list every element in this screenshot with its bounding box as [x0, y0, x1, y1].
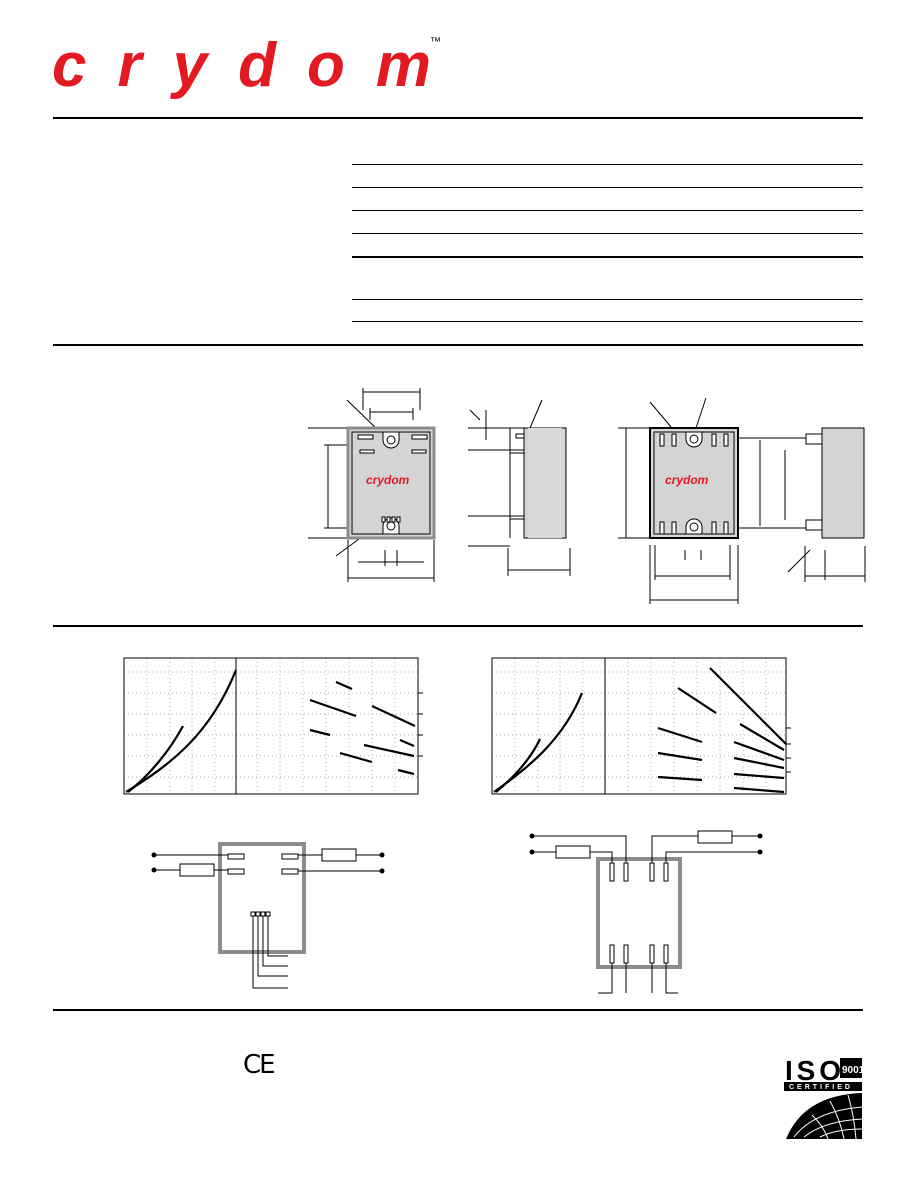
mechanical-drawing-pcb: crydom [618, 397, 866, 604]
wiring-relay-outline-right [596, 857, 682, 969]
pcb-relay-logo: crydom [665, 473, 709, 487]
spec-table-rule-4 [352, 233, 863, 234]
wiring-diagram-right [529, 830, 763, 994]
iso-number: 9001 [842, 1065, 864, 1076]
header-rule [53, 117, 863, 119]
derating-chart-left [123, 657, 423, 795]
spec-table-rule-2 [352, 187, 863, 188]
spec-table-rule-7 [352, 321, 863, 322]
wiring-relay-outline-left [218, 842, 306, 954]
mechanical-drawing-front-side: crydom [308, 388, 571, 582]
section-rule-footer [53, 1009, 863, 1011]
crydom-logo: crydom [52, 38, 432, 100]
derating-chart-right [491, 657, 791, 795]
wiring-diagram-left [151, 842, 385, 989]
globe-grid-icon [786, 1093, 863, 1140]
spec-table-rule-5 [352, 256, 863, 258]
trademark-symbol: ™ [430, 36, 441, 48]
section-rule-dimensions [53, 344, 863, 346]
relay-logo-front: crydom [366, 473, 410, 487]
pcb-relay-body-side [821, 427, 865, 539]
spec-table-rule-3 [352, 210, 863, 211]
ce-mark: CE [243, 1050, 276, 1080]
iso-caption: CERTIFIED [789, 1084, 853, 1091]
logo-wordmark: crydom [52, 38, 432, 100]
section-rule-curves [53, 625, 863, 627]
iso-certified-logo: ISO 9001 CERTIFIED [784, 1055, 864, 1140]
spec-table-rule-6 [352, 299, 863, 300]
spec-table-rule-1 [352, 164, 863, 165]
